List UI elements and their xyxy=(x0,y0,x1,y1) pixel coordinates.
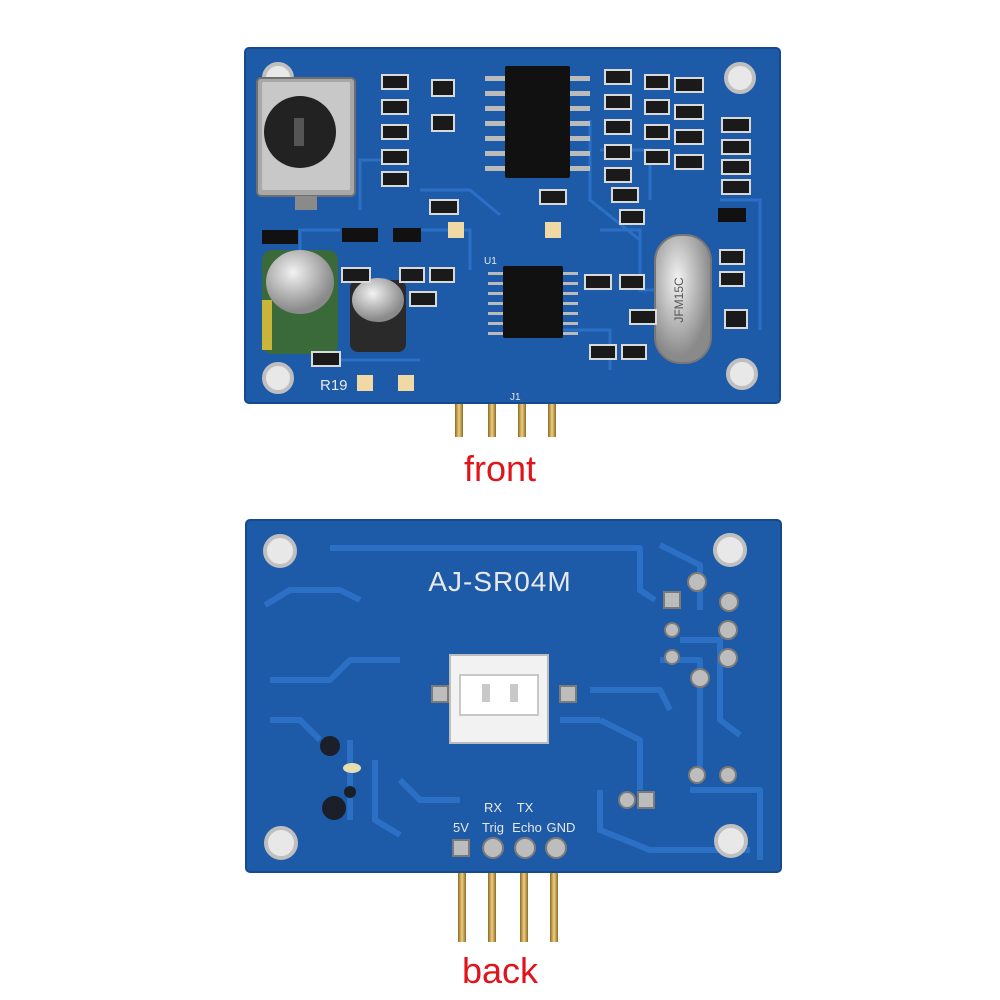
pin-label-gnd: GND xyxy=(547,820,576,835)
silkscreen-j1: J1 xyxy=(510,392,521,403)
back-board: AJ-SR04M xyxy=(245,519,782,942)
model-label: AJ-SR04M xyxy=(428,566,571,597)
pin-label-rx: RX xyxy=(484,800,502,815)
solder-blobs xyxy=(320,736,361,820)
pin-label-trig: Trig xyxy=(482,820,504,835)
back-pads xyxy=(431,572,739,859)
transformer xyxy=(256,77,356,210)
front-caption: front xyxy=(463,448,537,489)
jst-connector xyxy=(449,654,549,744)
back-mounting-holes xyxy=(263,533,748,860)
crystal: JFM15C xyxy=(654,234,712,364)
pin-label-tx: TX xyxy=(517,800,534,815)
smd-components xyxy=(262,69,751,391)
front-board: JFM15C xyxy=(244,47,781,437)
pin-label-5v: 5V xyxy=(453,820,469,835)
capacitor-small xyxy=(350,278,406,352)
pin-label-echo: Echo xyxy=(512,820,542,835)
silkscreen-r19: R19 xyxy=(320,377,348,394)
back-header-pins xyxy=(458,862,558,942)
ic-u1 xyxy=(488,266,578,338)
capacitor-large xyxy=(262,250,338,354)
ic-top xyxy=(485,66,590,178)
back-caption: back xyxy=(461,950,539,991)
crystal-label: JFM15C xyxy=(672,277,686,323)
back-traces xyxy=(263,542,763,860)
silkscreen-u1: U1 xyxy=(484,256,497,267)
